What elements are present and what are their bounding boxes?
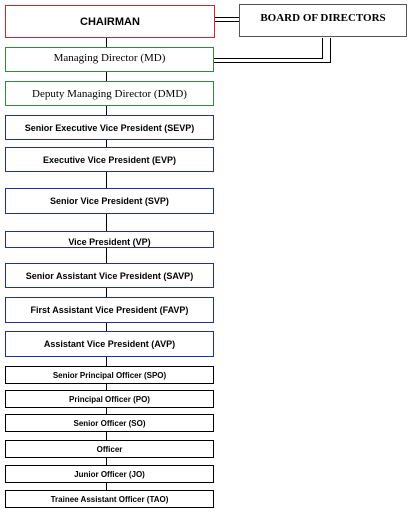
rank-label: Senior Officer (SO) xyxy=(73,418,146,428)
rank-box-jo: Junior Officer (JO) xyxy=(5,465,214,483)
rank-label: Senior Principal Officer (SPO) xyxy=(52,370,167,380)
rank-box-so: Senior Officer (SO) xyxy=(5,414,214,432)
rank-label: First Assistant Vice President (FAVP) xyxy=(30,305,189,315)
rank-box-po: Principal Officer (PO) xyxy=(5,390,214,408)
md-label: Managing Director (MD) xyxy=(53,52,166,64)
rank-box-sevp: Senior Executive Vice President (SEVP) xyxy=(5,115,214,140)
rank-box-avp: Assistant Vice President (AVP) xyxy=(5,331,214,357)
board-md-connector-c xyxy=(214,58,323,59)
board-connector-bottom xyxy=(214,21,240,22)
md-box: Managing Director (MD) xyxy=(5,47,214,72)
chairman-label: CHAIRMAN xyxy=(80,15,140,28)
rank-label: Assistant Vice President (AVP) xyxy=(43,339,176,349)
rank-box-tao: Trainee Assistant Officer (TAO) xyxy=(5,490,214,508)
rank-box-vp: Vice President (VP) xyxy=(5,231,214,248)
rank-label: Senior Vice President (SVP) xyxy=(50,196,169,206)
rank-label: Executive Vice President (EVP) xyxy=(43,154,176,165)
rank-label: Vice President (VP) xyxy=(68,237,151,247)
rank-box-favp: First Assistant Vice President (FAVP) xyxy=(5,297,214,323)
board-of-directors-box: BOARD OF DIRECTORS xyxy=(239,4,407,37)
rank-label: Officer xyxy=(96,444,123,454)
dmd-box: Deputy Managing Director (DMD) xyxy=(5,81,214,106)
rank-box-savp: Senior Assistant Vice President (SAVP) xyxy=(5,263,214,288)
rank-box-spo: Senior Principal Officer (SPO) xyxy=(5,366,214,384)
rank-box-officer: Officer xyxy=(5,440,214,458)
board-connector-top xyxy=(214,17,240,18)
rank-label: Principal Officer (PO) xyxy=(69,394,150,404)
rank-label: Junior Officer (JO) xyxy=(74,469,145,479)
rank-label: Trainee Assistant Officer (TAO) xyxy=(50,494,169,504)
rank-box-evp: Executive Vice President (EVP) xyxy=(5,147,214,172)
rank-label: Senior Assistant Vice President (SAVP) xyxy=(25,270,194,281)
board-label: BOARD OF DIRECTORS xyxy=(260,12,386,24)
board-md-connector-b xyxy=(330,38,331,62)
rank-label: Senior Executive Vice President (SEVP) xyxy=(24,122,195,133)
rank-box-svp: Senior Vice President (SVP) xyxy=(5,188,214,214)
dmd-label: Deputy Managing Director (DMD) xyxy=(32,87,187,100)
board-md-connector-d xyxy=(214,62,331,63)
chairman-box: CHAIRMAN xyxy=(5,5,215,38)
board-md-connector-a xyxy=(322,38,323,58)
